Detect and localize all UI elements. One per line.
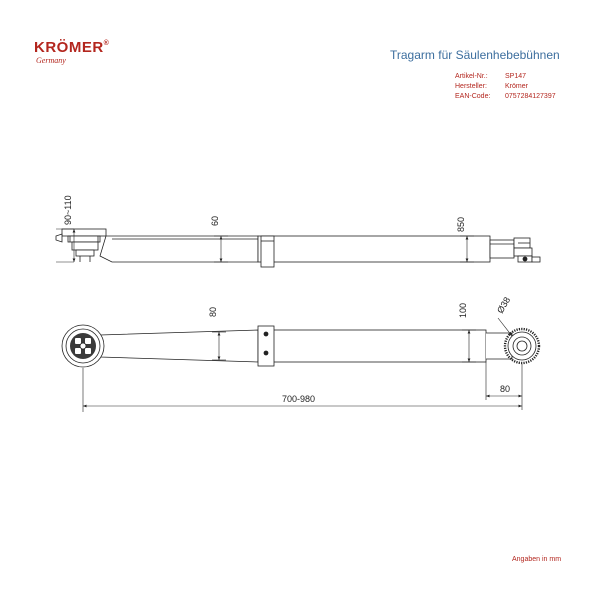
arm-side	[99, 235, 259, 263]
dim-line-pin-diameter	[497, 317, 513, 337]
side-view	[55, 228, 541, 268]
arm-top	[99, 329, 259, 363]
spec-row-manufacturer: Hersteller: Krömer	[455, 82, 556, 92]
tube-top	[257, 329, 487, 363]
dim-label-pin-offset: 80	[500, 384, 510, 394]
spec-value: SP147	[505, 73, 527, 80]
spec-table: Artikel-Nr.: SP147 Hersteller: Krömer EAN-…	[455, 72, 556, 102]
spec-label: EAN-Code:	[455, 93, 491, 100]
dim-label-arm-height: 60	[210, 216, 220, 226]
spec-label: Artikel-Nr.:	[455, 73, 488, 80]
dim-label-pin-diameter: Ø38	[495, 295, 512, 315]
brand-tagline: Germany	[36, 56, 66, 65]
inner-tube-side	[489, 239, 515, 259]
units-note: Angaben in mm	[512, 556, 562, 563]
dim-label-arm-width: 80	[208, 307, 218, 317]
pad-head-side	[55, 228, 107, 262]
registered-mark: ®	[103, 40, 110, 47]
dim-label-pad-height: 90~110	[63, 195, 73, 225]
brand-name: KRÖMER	[34, 39, 104, 56]
spec-value: Krömer	[505, 83, 528, 90]
spec-value: 0757284127397	[505, 93, 556, 100]
page-title: Tragarm für Säulenhebebühnen	[390, 48, 560, 62]
sleeve-top	[257, 325, 275, 367]
dim-label-tube-width: 100	[458, 303, 468, 318]
spec-row-article: Artikel-Nr.: SP147	[455, 72, 556, 82]
pad-top	[61, 324, 105, 368]
dim-label-length: 700-980	[282, 394, 315, 404]
dim-label-tube-height: 850	[456, 217, 466, 232]
tube-side	[257, 235, 491, 263]
top-view	[61, 324, 541, 368]
spec-label: Hersteller:	[455, 83, 487, 90]
top-dimensions	[82, 317, 523, 412]
side-dimensions	[56, 228, 474, 263]
gear-top	[503, 327, 541, 365]
gear-end-side	[513, 237, 541, 263]
spec-row-ean: EAN-Code: 0757284127397	[455, 92, 556, 102]
sleeve-side	[260, 235, 275, 268]
brand-logo: KRÖMER® Germany	[34, 36, 109, 66]
